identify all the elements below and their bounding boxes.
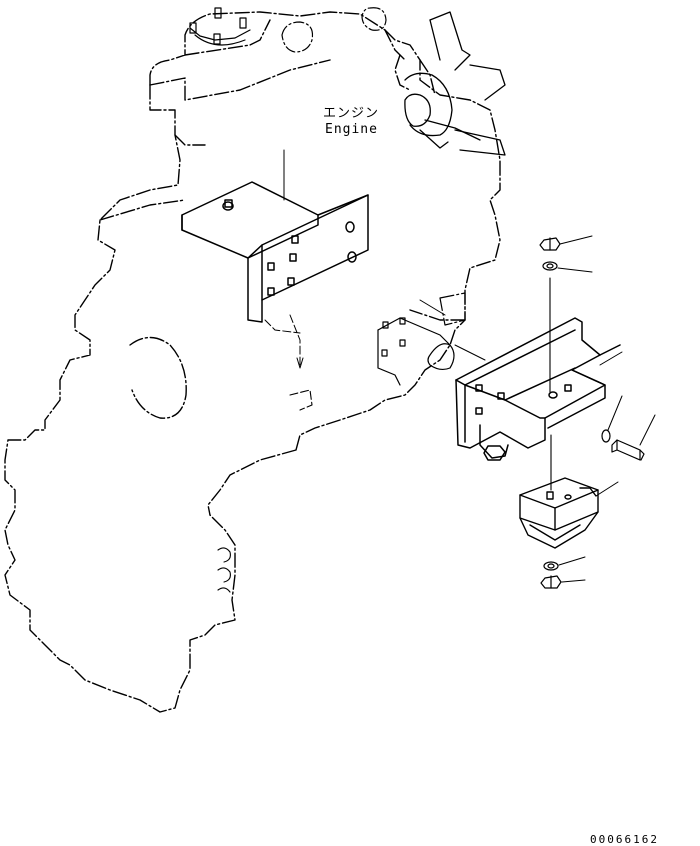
valve-cover-studs [190,8,386,52]
document-number: 00066162 [590,833,659,846]
engine-lower-details [218,390,312,592]
flywheel-housing [130,338,186,419]
hex-nut-bottom [541,576,561,588]
leader-lines [558,236,655,582]
rubber-mount [520,478,598,548]
washer-side [602,430,610,442]
stud-centerline [550,278,551,490]
engine-label-english: Engine [325,122,378,137]
engine-outline [5,12,500,712]
engine-mount-bracket-right [456,318,620,460]
engine-label-japanese: エンジン [323,106,380,121]
engine-side-bosses [378,293,485,385]
washer-bottom [544,562,558,570]
engine-bracket-left [182,150,368,322]
assembly-arrow [265,315,303,368]
hex-nut-top [540,238,560,250]
side-bolt [612,440,644,460]
cooling-fan [405,12,505,155]
washer-top [543,262,557,270]
